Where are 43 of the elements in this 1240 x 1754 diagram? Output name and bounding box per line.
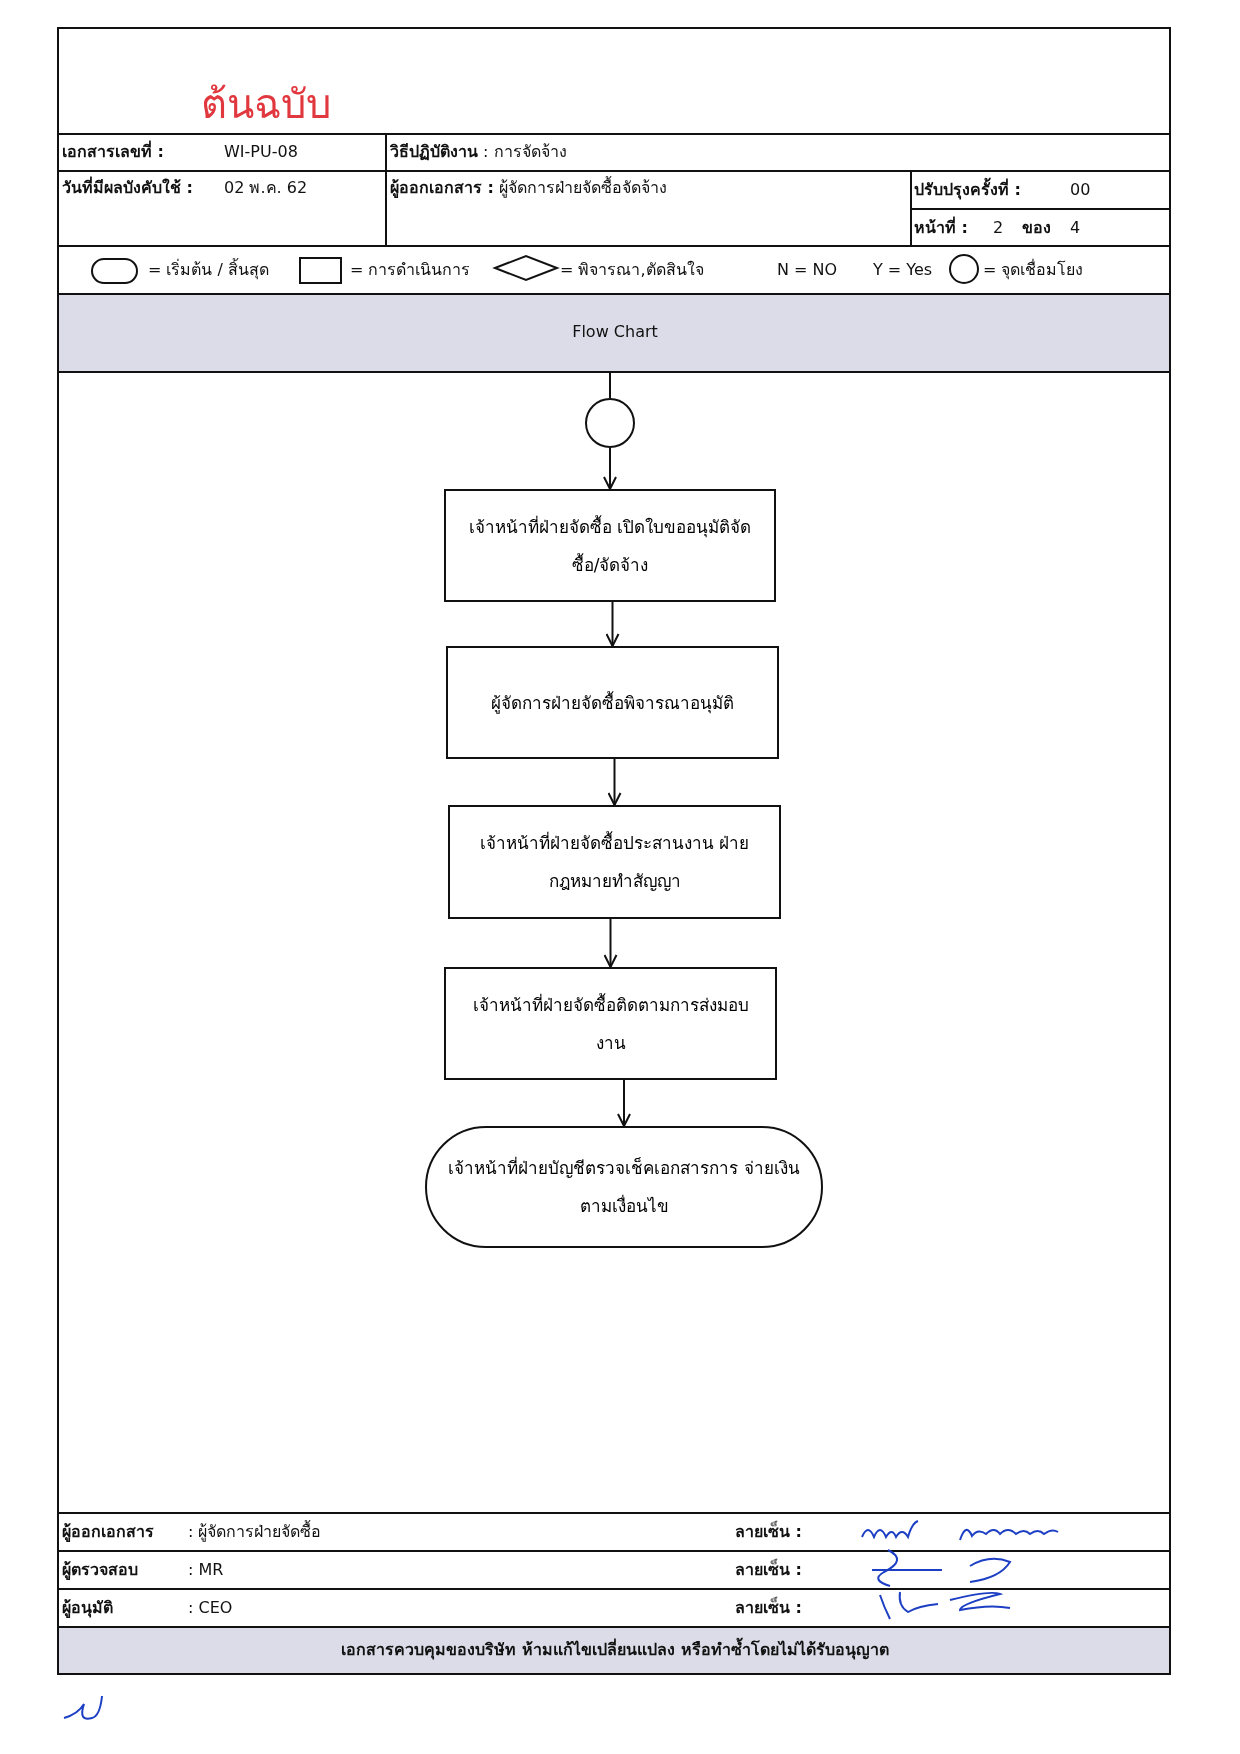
field-label: ของ xyxy=(1022,218,1051,238)
field-label: ผู้ออกเอกสาร xyxy=(62,1522,154,1542)
process-box xyxy=(446,646,779,759)
field-label: ลายเซ็น : xyxy=(735,1560,802,1580)
arrow xyxy=(607,758,622,806)
arrow xyxy=(603,918,618,968)
field-value: 02 พ.ค. 62 xyxy=(224,178,308,198)
legend-text: N = NO xyxy=(777,260,838,280)
field-value: : ผู้จัดการฝ่ายจัดซื้อ xyxy=(188,1522,322,1542)
node-text: เจ้าหน้าที่ฝ่ายจัดซื้อ เปิดใบขออนุมัติจัดซื้อ/จัดจ้าง xyxy=(467,514,753,577)
field-label: หน้าที่ : xyxy=(914,218,968,238)
legend-text: Y = Yes xyxy=(873,260,933,280)
legend-text: = พิจารณา,ตัดสินใจ xyxy=(560,260,704,280)
field-label: ลายเซ็น : xyxy=(735,1598,802,1618)
legend-text: = เริ่มต้น / สิ้นสุด xyxy=(148,260,270,280)
field-value: : CEO xyxy=(188,1598,233,1618)
process-box xyxy=(444,967,777,1080)
legend-text: = การดำเนินการ xyxy=(350,260,471,280)
section-heading: Flow Chart xyxy=(572,322,658,342)
circle-symbol xyxy=(585,398,635,448)
node-text: เจ้าหน้าที่ฝ่ายจัดซื้อประสานงาน ฝ่ายกฎหมายทำสัญญา xyxy=(478,830,751,893)
field-label: ลายเซ็น : xyxy=(735,1522,802,1542)
process-box xyxy=(444,489,776,602)
node-text: เจ้าหน้าที่ฝ่ายบัญชีตรวจเช็คเอกสารการ จ่ายเงินตามเงื่อนไข xyxy=(447,1155,801,1218)
arrow xyxy=(617,1079,631,1127)
field-value: 4 xyxy=(1070,218,1081,238)
field-label: เอกสารเลขที่ : xyxy=(62,142,164,162)
field-value: 00 xyxy=(1070,180,1091,200)
field-text: วิธีปฏิบัติงาน : การจัดจ้าง xyxy=(390,142,567,162)
process-box xyxy=(448,805,781,919)
field-value: WI-PU-08 xyxy=(224,142,298,162)
field-text: ผู้ออกเอกสาร : ผู้จัดการฝ่ายจัดซื้อจัดจ้าง xyxy=(390,178,668,198)
arrow xyxy=(603,447,617,490)
field-value: 2 xyxy=(993,218,1004,238)
arrow xyxy=(605,601,620,647)
node-text: เจ้าหน้าที่ฝ่ายจัดซื้อติดตามการส่งมอบ งาน xyxy=(471,992,750,1055)
node-text: ผู้จัดการฝ่ายจัดซื้อพิจารณาอนุมัติ xyxy=(490,690,735,716)
field-label: ผู้อนุมัติ xyxy=(62,1598,113,1618)
field-label: ผู้ตรวจสอบ xyxy=(62,1560,138,1580)
field-value: : MR xyxy=(188,1560,224,1580)
legend-text: = จุดเชื่อมโยง xyxy=(983,260,1084,280)
field-label: วันที่มีผลบังคับใช้ : xyxy=(62,178,193,198)
stamp-text: ต้นฉบับ xyxy=(201,82,331,126)
